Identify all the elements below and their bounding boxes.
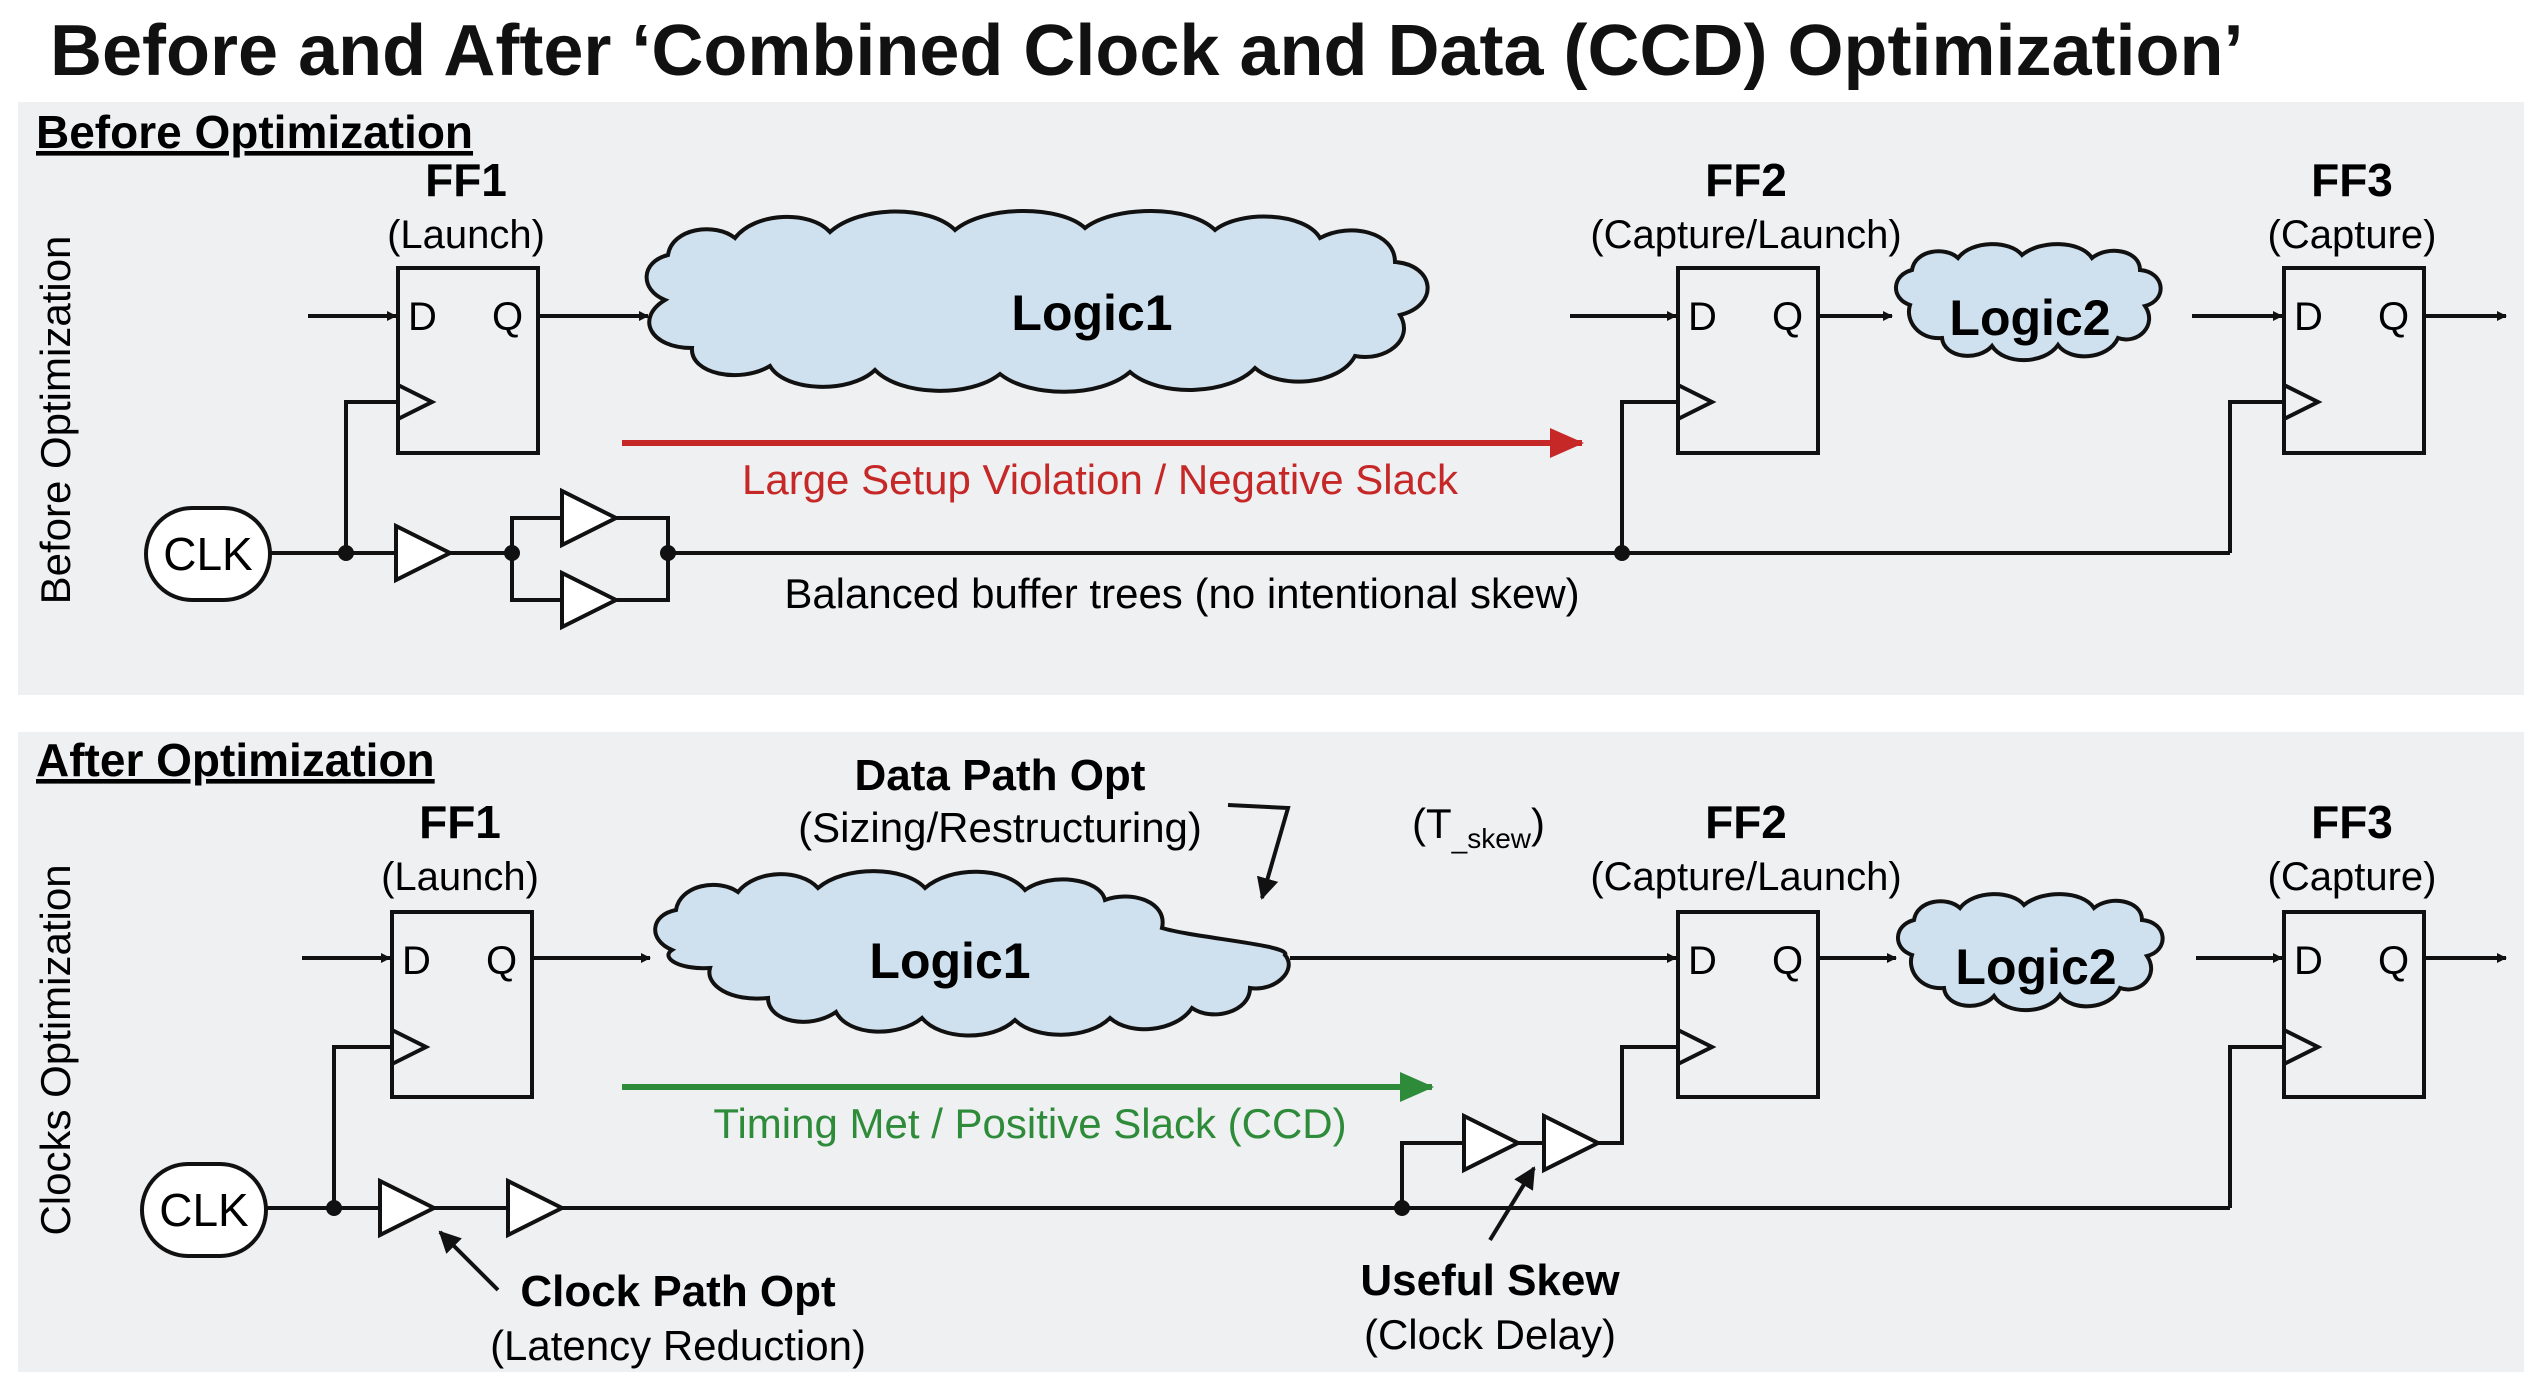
before-logic1-cloud: Logic1 [644,209,1430,394]
after-ff1: FF1 (Launch) D Q [381,796,539,1099]
after-buffer-1 [378,1177,439,1239]
before-ff2-role: (Capture/Launch) [1590,213,1901,257]
before-ff3-box [2282,266,2426,455]
before-clk-label: CLK [163,528,253,580]
before-panel [18,102,2524,695]
before-ff3-d: D [2294,295,2323,339]
after-panel [18,732,2524,1372]
before-clock-wires [270,400,2282,602]
after-ff3-d: D [2294,939,2323,983]
before-ff3-clock-notch [2283,383,2323,421]
after-ff3-clock-notch [2283,1028,2323,1066]
after-section: After Optimization Clocks Optimization F… [32,734,2507,1369]
after-clock-opt-title: Clock Path Opt [520,1267,836,1316]
before-ff1: FF1 (Launch) D Q [387,154,545,455]
before-ff3-name: FF3 [2311,154,2393,206]
after-timing-met-label: Timing Met / Positive Slack (CCD) [713,1100,1346,1147]
before-ff2-name: FF2 [1705,154,1787,206]
before-ff2-clock-notch [1677,383,1717,421]
after-clock-buffers [378,1112,1603,1239]
after-tskew-close: ) [1531,800,1545,847]
after-ff3-role: (Capture) [2268,855,2437,899]
before-ff2-d: D [1688,295,1717,339]
before-ff1-role: (Launch) [387,213,545,257]
before-ff3-q: Q [2378,295,2409,339]
after-ff1-role: (Launch) [381,855,539,899]
after-clock-opt-pointer [438,1230,500,1292]
before-violation-label: Large Setup Violation / Negative Slack [742,456,1459,503]
after-logic2-label: Logic2 [1955,939,2116,995]
after-ff2-q: Q [1772,939,1803,983]
after-ff2: FF2 (Capture/Launch) D Q [1590,796,1902,1099]
after-buffer-2 [506,1177,567,1239]
after-data-opt-pointer [1227,803,1291,900]
after-ff1-name: FF1 [419,796,501,848]
after-skew-buffer-1 [1462,1112,1523,1174]
before-logic2-cloud: Logic2 [1894,242,2163,363]
after-tskew-label: (T_skew) [1412,800,1545,854]
before-ff1-q: Q [492,295,523,339]
after-ff3-q: Q [2378,939,2409,983]
after-ff1-box [390,910,534,1099]
before-clock-junctions [338,545,1630,561]
before-ff3-role: (Capture) [2268,213,2437,257]
after-logic2-cloud: Logic2 [1896,892,2165,1013]
after-heading: After Optimization [36,734,435,786]
after-data-opt-sub: (Sizing/Restructuring) [798,804,1202,851]
after-ff1-clock-notch [391,1028,431,1066]
before-buffer-tree [394,487,621,631]
after-clock-opt-sub: (Latency Reduction) [490,1322,866,1369]
after-logic1-label: Logic1 [869,933,1030,989]
after-ff3-box [2282,910,2426,1099]
before-buffer-note: Balanced buffer trees (no intentional sk… [784,570,1579,617]
after-ff2-clock-notch [1677,1028,1717,1066]
before-buffer-1 [394,522,455,584]
before-logic2-label: Logic2 [1949,290,2110,346]
before-side-label: Before Optimization [32,236,79,605]
after-side-label: Clocks Optimization [32,864,79,1235]
before-ff2-q: Q [1772,295,1803,339]
before-ff1-clock-notch [397,383,437,421]
after-tskew-open: (T [1412,800,1452,847]
after-ff2-box [1676,910,1820,1099]
before-ff1-d: D [408,295,437,339]
after-ff3-name: FF3 [2311,796,2393,848]
after-ff2-role: (Capture/Launch) [1590,855,1901,899]
before-buffer-2a [560,487,621,549]
after-ff2-d: D [1688,939,1717,983]
before-section: Before Optimization Before Optimization … [32,106,2507,631]
before-logic1-label: Logic1 [1011,285,1172,341]
after-data-opt-title: Data Path Opt [855,751,1146,800]
after-useful-skew-sub: (Clock Delay) [1364,1311,1616,1358]
before-buffer-2b [560,569,621,631]
after-skew-buffer-2 [1542,1112,1603,1174]
after-useful-skew-pointer [1488,1166,1536,1242]
after-ff1-d: D [402,939,431,983]
before-ff1-box [396,266,540,455]
before-ff2: FF2 (Capture/Launch) D Q [1590,154,1902,455]
after-tskew-sub: _skew [1451,823,1532,854]
before-ff1-name: FF1 [425,154,507,206]
after-ff2-name: FF2 [1705,796,1787,848]
after-useful-skew-title: Useful Skew [1360,1256,1620,1305]
before-heading: Before Optimization [36,106,473,158]
page-title: Before and After ‘Combined Clock and Dat… [50,11,2244,91]
after-logic1-cloud: Logic1 [653,869,1291,1038]
after-ff1-q: Q [486,939,517,983]
after-clk-label: CLK [159,1184,249,1236]
after-ff3: FF3 (Capture) D Q [2268,796,2437,1099]
before-ff2-box [1676,266,1820,455]
before-ff3: FF3 (Capture) D Q [2268,154,2437,455]
after-clock-junctions [326,1200,1410,1216]
